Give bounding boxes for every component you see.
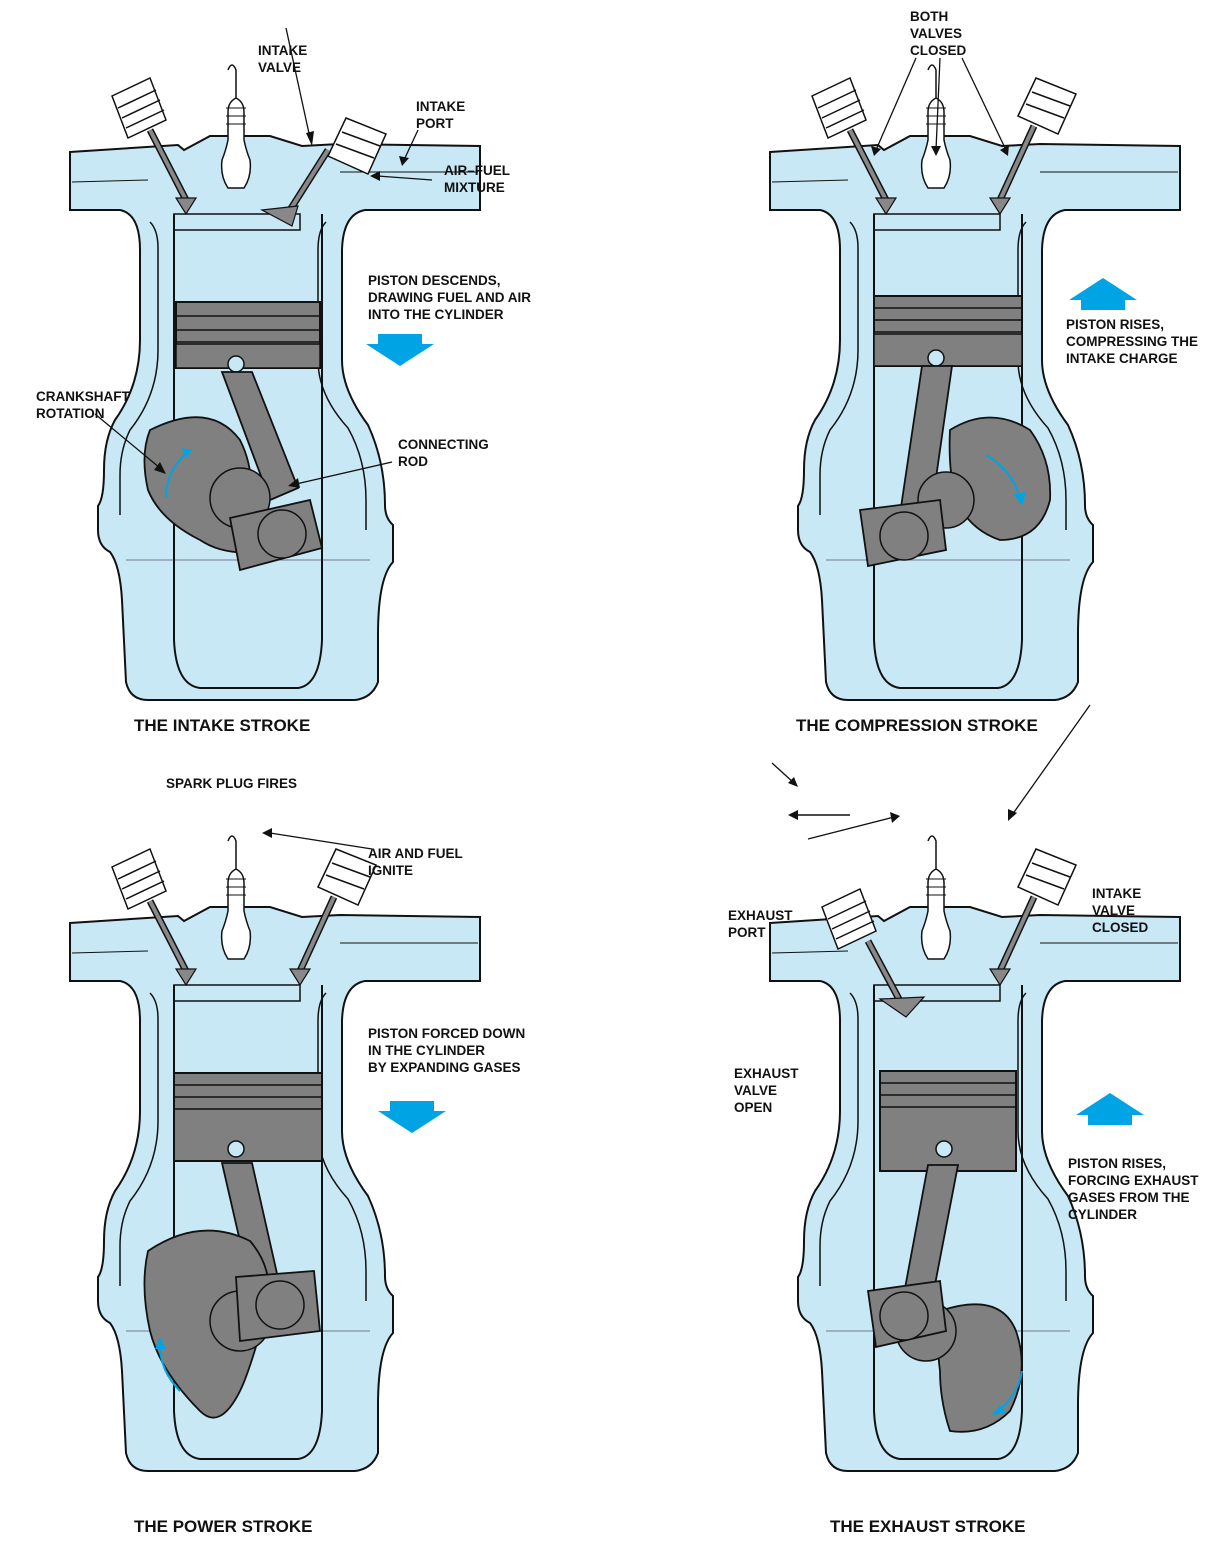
connecting-rod-label: CONNECTING ROD — [398, 436, 489, 470]
power-motion-label: PISTON FORCED DOWN IN THE CYLINDER BY EX… — [368, 1025, 525, 1076]
intake-stroke-caption: THE INTAKE STROKE — [134, 716, 310, 736]
intake-motion-label: PISTON DESCENDS, DRAWING FUEL AND AIR IN… — [368, 272, 531, 323]
spark-plug-fires-label: SPARK PLUG FIRES — [166, 775, 297, 792]
intake-engine-illustration — [0, 0, 611, 771]
intake-stroke-panel: INTAKE VALVE INTAKE PORT AIR–FUEL MIXTUR… — [0, 0, 611, 771]
power-stroke-caption: THE POWER STROKE — [134, 1517, 313, 1537]
air-fuel-mixture-label: AIR–FUEL MIXTURE — [444, 162, 510, 196]
exhaust-port-label: EXHAUST PORT — [728, 907, 793, 941]
compression-engine-illustration — [700, 0, 1222, 771]
crankshaft-rotation-label: CRANKSHAFT ROTATION — [36, 388, 130, 422]
intake-valve-closed-label: INTAKE VALVE CLOSED — [1092, 885, 1148, 936]
compression-stroke-caption: THE COMPRESSION STROKE — [796, 716, 1038, 736]
power-engine-illustration — [0, 771, 611, 1542]
both-valves-closed-label: BOTH VALVES CLOSED — [910, 8, 966, 59]
exhaust-valve-open-label: EXHAUST VALVE OPEN — [734, 1065, 799, 1116]
intake-valve-label: INTAKE VALVE — [258, 42, 307, 76]
exhaust-stroke-caption: THE EXHAUST STROKE — [830, 1517, 1026, 1537]
air-fuel-ignite-label: AIR AND FUEL IGNITE — [368, 845, 463, 879]
compression-stroke-panel: BOTH VALVES CLOSED PISTON RISES, COMPRES… — [700, 0, 1222, 771]
compression-motion-label: PISTON RISES, COMPRESSING THE INTAKE CHA… — [1066, 316, 1198, 367]
intake-port-label: INTAKE PORT — [416, 98, 465, 132]
exhaust-stroke-panel: EXHAUST PORT INTAKE VALVE CLOSED EXHAUST… — [700, 771, 1222, 1542]
power-stroke-panel: SPARK PLUG FIRES AIR AND FUEL IGNITE PIS… — [0, 771, 611, 1542]
exhaust-motion-label: PISTON RISES, FORCING EXHAUST GASES FROM… — [1068, 1155, 1199, 1223]
